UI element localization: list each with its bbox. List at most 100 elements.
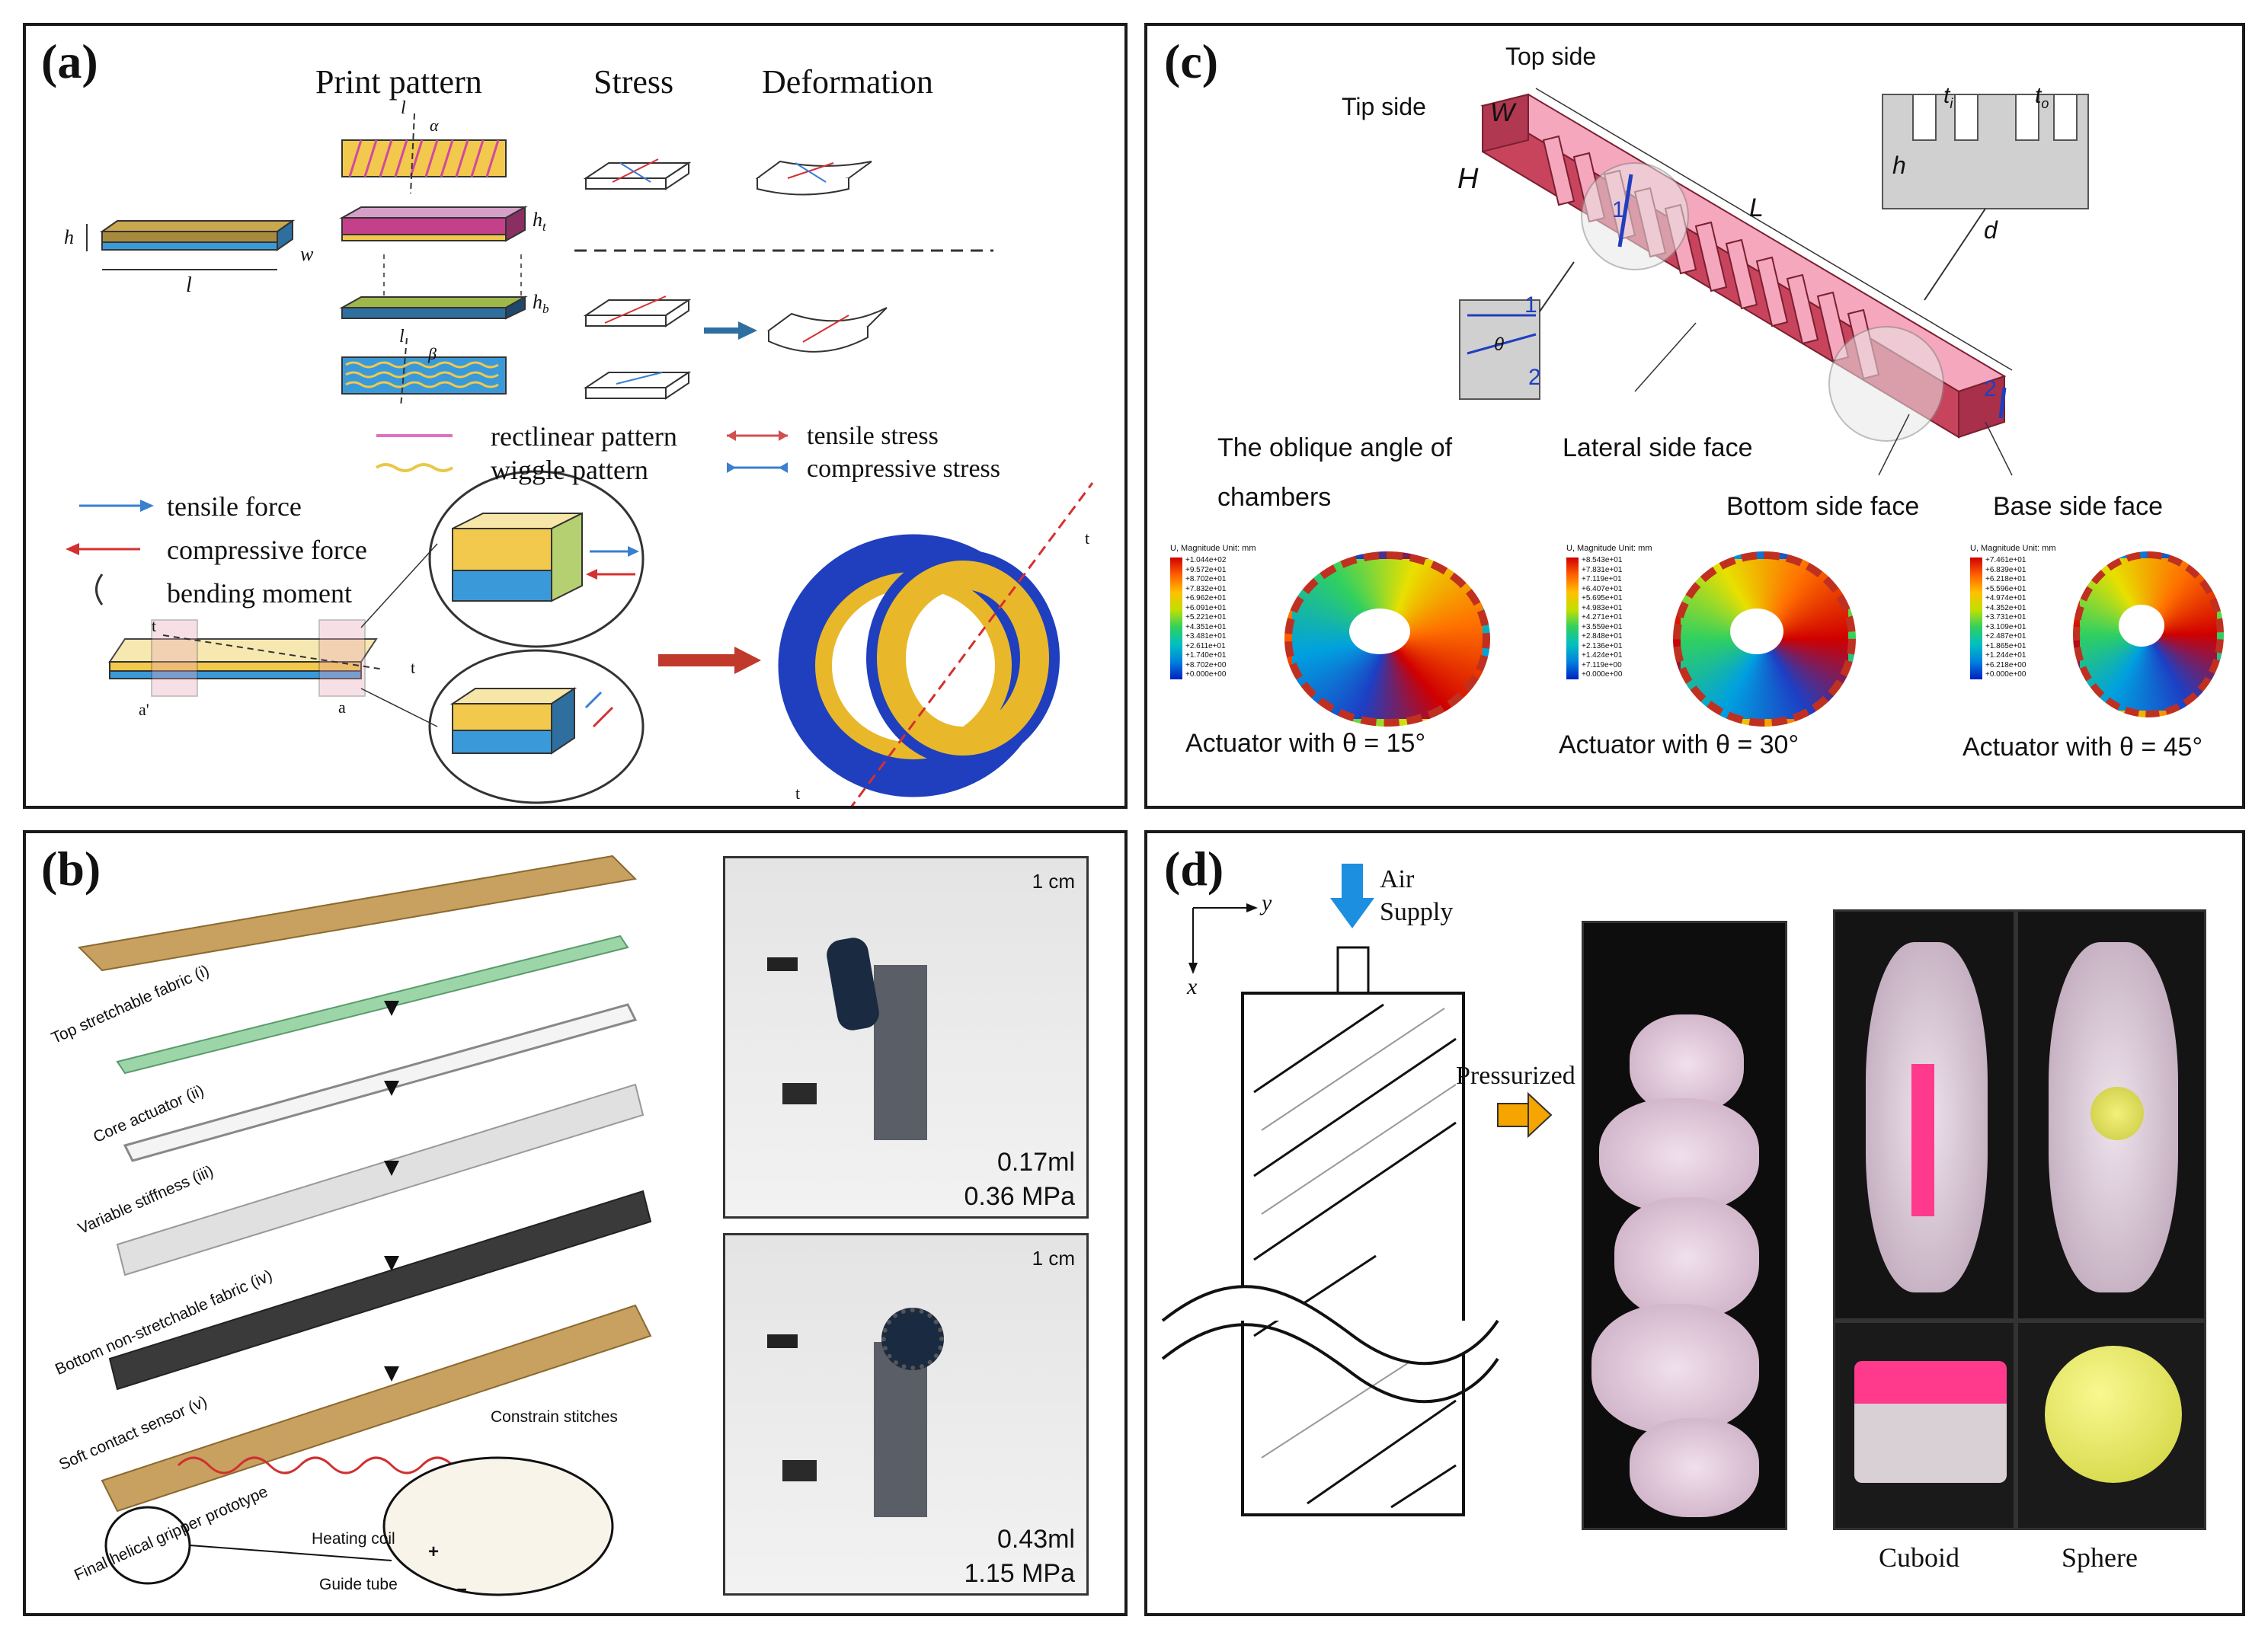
panel-a: (a) Print pattern Stress Deformation (23, 23, 1128, 809)
top-layer-block (339, 206, 528, 242)
fea-legend-values-2: +8.543e+01+7.831e+01+7.119e+01+6.407e+01… (1582, 556, 1623, 679)
dim-w: w (300, 243, 314, 265)
fea-gear-1 (1284, 551, 1490, 727)
layer-core-actuator (116, 935, 629, 1075)
zoom-circle-1 (1581, 162, 1689, 270)
cuboid-box (1854, 1361, 2007, 1483)
actuator-cylinder (1241, 992, 1465, 1516)
dim-l: l (186, 273, 192, 297)
dim-hb: hb (533, 291, 549, 317)
mark-a: a (338, 698, 346, 717)
photo-1-volume: 0.17ml (996, 1148, 1075, 1177)
pillar-2 (874, 1342, 927, 1517)
photo-1-pressure: 0.36 MPa (964, 1182, 1075, 1211)
dim-lsym-top: l (401, 98, 406, 118)
label-pressurized: Pressurized (1456, 1062, 1575, 1090)
tennis-ball (2045, 1346, 2182, 1483)
legend-tensile-stress-text: tensile stress (807, 422, 939, 450)
callout-plus: + (428, 1542, 440, 1562)
label-H: H (1457, 163, 1479, 195)
mark-t-1: t (152, 616, 157, 635)
photo-cuboid-object (1833, 1321, 2016, 1530)
base-1 (782, 1083, 817, 1104)
legend-compressive-stress-arrow (727, 462, 788, 473)
legend-tensile-force-text: tensile force (167, 491, 302, 522)
bilayer-strip (86, 219, 296, 270)
process-arrow (704, 321, 757, 340)
fea-gear-hole-3 (2119, 605, 2164, 647)
legend-tensile-force-arrow (79, 500, 154, 512)
label-air: Air (1380, 865, 1415, 893)
photo-grasp-cuboid (1833, 909, 2016, 1321)
mark-t-4: t (795, 784, 801, 803)
photo-2-scale: 1 cm (1032, 1247, 1075, 1270)
panel-b-exploded-view (77, 855, 652, 1596)
layer-final-gripper (101, 1304, 652, 1513)
panel-a-label: (a) (41, 34, 98, 88)
balloon-1 (1630, 1014, 1744, 1113)
legend-wiggle-line (375, 463, 454, 472)
photo-low-pressure: 1 cm 0.17ml 0.36 MPa (723, 856, 1089, 1219)
label-to: to (2035, 83, 2049, 111)
helical-lines (1253, 1003, 1457, 1509)
panel-b: (b) Top stretchable fabric (i) Core actu… (23, 830, 1128, 1616)
label-L: L (1749, 193, 1764, 222)
label-one: 1 (1612, 197, 1625, 222)
photo-2-volume: 0.43ml (996, 1525, 1075, 1554)
air-inlet (1336, 946, 1370, 995)
zoom-circle-bottom (428, 649, 645, 804)
fea-result-45: U, Magnitude Unit: mm +7.461e+01+6.839e+… (1963, 544, 2242, 772)
fea-caption-45: Actuator with θ = 45° (1963, 733, 2203, 762)
pillar-1 (874, 965, 927, 1140)
label-oblique-1: The oblique angle of (1217, 433, 1453, 462)
axis-x: x (1187, 974, 1198, 999)
legend-wiggle-text: wiggle pattern (491, 455, 648, 485)
label-oblique-2: chambers (1217, 483, 1332, 512)
stress-block-2 (583, 296, 692, 327)
fea-result-15: U, Magnitude Unit: mm +1.044e+02+9.572e+… (1163, 544, 1498, 772)
label-two: 2 (1984, 376, 1997, 401)
rectilinear-top-strip (341, 113, 507, 194)
axis-y: y (1262, 890, 1272, 915)
mark-t-3: t (1085, 529, 1090, 548)
legend-compressive-force-arrow (66, 543, 140, 555)
header-print-pattern: Print pattern (315, 63, 482, 101)
fea-caption-30: Actuator with θ = 30° (1559, 730, 1799, 759)
panel-c: (c) (1144, 23, 2245, 809)
dim-h: h (64, 226, 74, 248)
zoom-circle-2 (1828, 326, 1944, 442)
photo-2-pressure: 1.15 MPa (964, 1559, 1075, 1588)
helix-coil (778, 482, 1094, 806)
panel-d-label: (d) (1164, 842, 1224, 896)
header-deformation: Deformation (762, 63, 933, 101)
legend-compressive-force-text: compressive force (167, 535, 367, 565)
header-stress: Stress (593, 63, 674, 101)
fea-colorbar-2 (1566, 558, 1579, 679)
pressurized-arrow (1497, 1091, 1553, 1139)
legend-compressive-stress-text: compressive stress (807, 455, 1001, 483)
label-theta: θ (1494, 334, 1505, 355)
dim-lsym-bottom: l (399, 327, 405, 347)
panel-b-label: (b) (41, 842, 101, 896)
fea-caption-15: Actuator with θ = 15° (1185, 729, 1426, 758)
photo-high-pressure: 1 cm 0.43ml 1.15 MPa (723, 1233, 1089, 1596)
layer-bottom-fabric (116, 1083, 645, 1276)
fea-legend-values-1: +1.044e+02+9.572e+01+8.702e+01+7.832e+01… (1185, 556, 1227, 679)
grip-cuboid-object (1911, 1064, 1934, 1216)
fea-result-30: U, Magnitude Unit: mm +8.543e+01+7.831e+… (1559, 544, 1886, 772)
gripper-zoom-circle (382, 1456, 614, 1596)
fea-colorbar-1 (1170, 558, 1182, 679)
bottom-layer-block (339, 296, 528, 320)
label-ti: ti (1943, 83, 1953, 111)
fea-header-2: U, Magnitude Unit: mm (1566, 544, 1652, 553)
bending-moment-icon (95, 573, 104, 605)
base-2 (782, 1460, 817, 1481)
photo-sphere-object (2016, 1321, 2206, 1530)
wiggle-bottom-strip (341, 337, 507, 407)
callout-guide: Guide tube (319, 1576, 398, 1593)
layer-variable-stiffness (123, 1003, 638, 1162)
deformation-2 (767, 307, 888, 353)
layer-arrows (384, 1001, 399, 1382)
dim-ht: ht (533, 209, 546, 235)
chamber-slots (1542, 135, 1880, 380)
